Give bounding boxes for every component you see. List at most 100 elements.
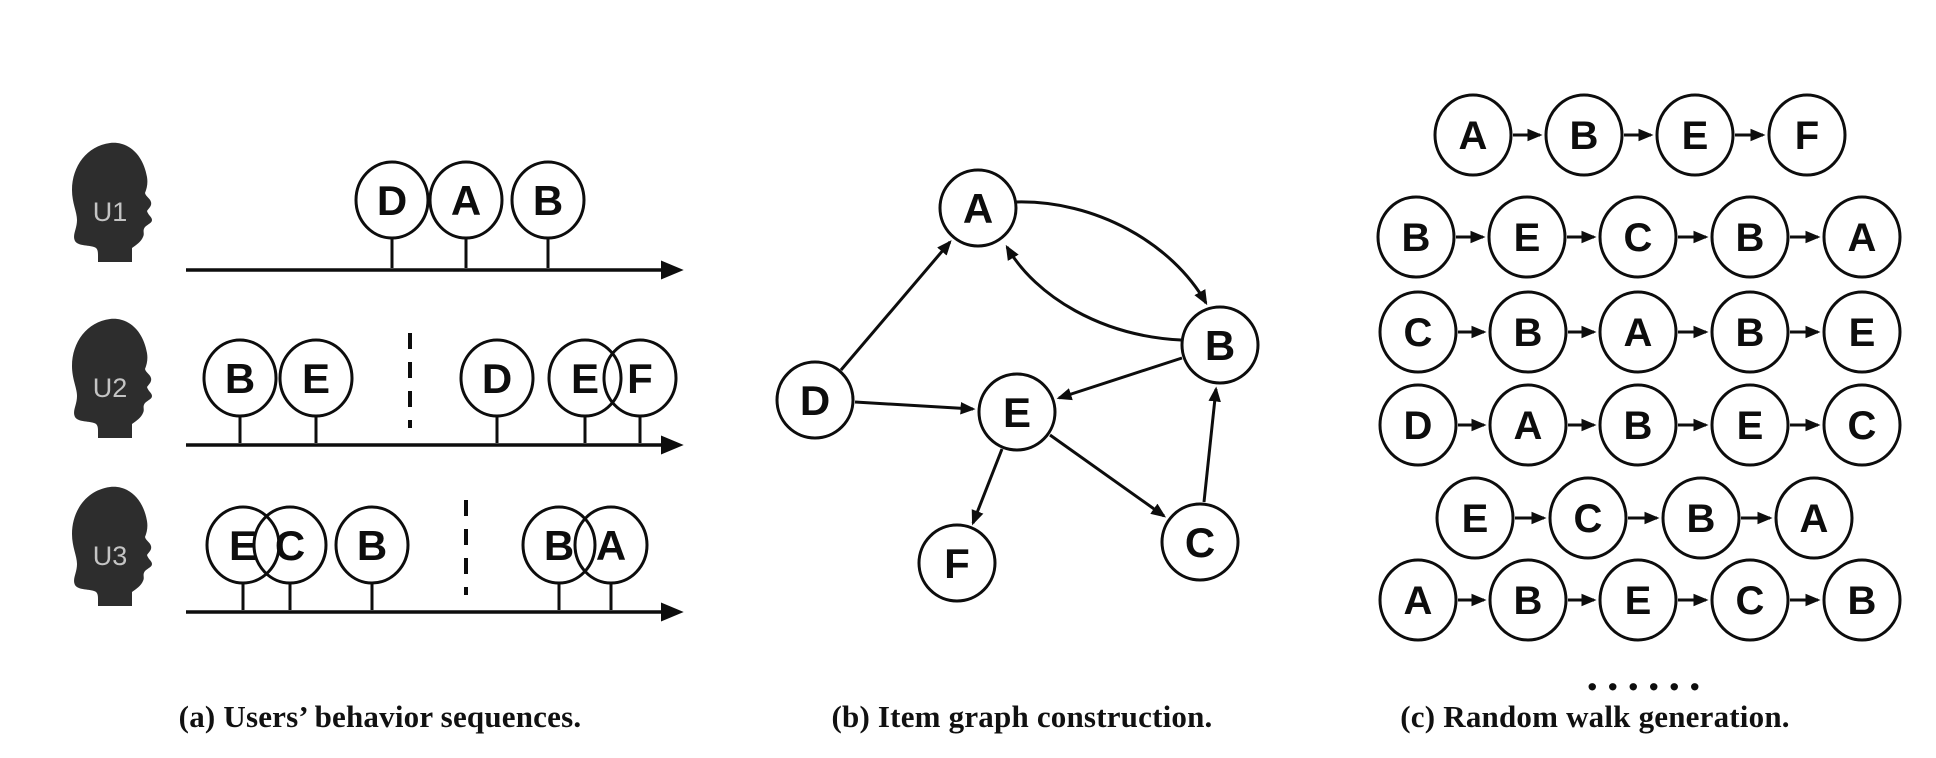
walk-item-circle [1435, 476, 1515, 560]
item-label: E [571, 355, 599, 402]
user-label: U3 [93, 541, 128, 571]
item-circle [278, 338, 354, 418]
item-circle [202, 338, 278, 418]
graph-node-F [917, 523, 997, 603]
graph-edge-B-E [1056, 356, 1183, 401]
item-label: A [596, 522, 626, 569]
graph-node-B [1180, 305, 1260, 385]
item-label: D [482, 355, 512, 402]
walk-item-label: C [1624, 216, 1653, 260]
walk-item-circle [1548, 476, 1628, 560]
item-label: F [627, 355, 653, 402]
item-circle [573, 505, 649, 585]
walk-item-circle [1822, 558, 1902, 642]
walk-item-label: A [1624, 311, 1653, 355]
walk-item-circle [1598, 558, 1678, 642]
graph-node-C [1160, 502, 1240, 582]
walk-row: A B E F [1433, 93, 1847, 177]
walk-item-circle [1433, 93, 1513, 177]
walk-item-label: F [1795, 114, 1819, 158]
graph-node-A [938, 168, 1018, 248]
panel-b: A B C D E F [775, 168, 1260, 603]
item-circle [547, 338, 623, 418]
walk-item-circle [1767, 93, 1847, 177]
walk-item-label: C [1848, 404, 1877, 448]
walk-item-circle [1598, 290, 1678, 374]
walk-item-circle [1376, 195, 1456, 279]
user-row-u2: U2 B E D E F [72, 318, 684, 455]
walk-item-label: E [1737, 404, 1764, 448]
user-row-u3: U3 E C B B A [72, 486, 684, 622]
graph-node-label: B [1205, 322, 1235, 369]
item-label: B [533, 177, 563, 224]
item-circle [354, 160, 430, 240]
walk-item-circle [1488, 558, 1568, 642]
walk-item-circle [1710, 290, 1790, 374]
walk-row: B E C B A [1376, 195, 1902, 279]
user-label: U2 [93, 373, 128, 403]
walk-row: A B E C B [1378, 558, 1902, 642]
panel-c: A B E F B E C B A [1376, 93, 1902, 700]
graph-node-label: A [963, 185, 993, 232]
walk-item-label: E [1514, 216, 1541, 260]
graph-node-label: F [944, 540, 970, 587]
walk-item-label: B [1736, 216, 1765, 260]
walk-item-label: A [1800, 497, 1829, 541]
item-circle [459, 338, 535, 418]
item-circle [602, 338, 678, 418]
walk-item-circle [1822, 290, 1902, 374]
walk-item-label: A [1848, 216, 1877, 260]
walk-item-label: B [1514, 311, 1543, 355]
caption-a: (a) Users’ behavior sequences. [178, 699, 582, 734]
caption-b: (b) Item graph construction. [831, 699, 1213, 734]
graph-edge-E-F [971, 448, 1004, 526]
walk-item-label: B [1848, 579, 1877, 623]
walk-item-circle [1378, 290, 1458, 374]
item-circle [334, 505, 410, 585]
walk-item-circle [1488, 290, 1568, 374]
user-label: U1 [93, 197, 128, 227]
graph-edge-D-E [854, 400, 976, 415]
walk-item-label: A [1514, 404, 1543, 448]
walk-item-label: B [1624, 404, 1653, 448]
panel-a: U1 D A B U2 B [72, 142, 684, 622]
walk-item-circle [1598, 383, 1678, 467]
walk-item-circle [1710, 558, 1790, 642]
walk-item-label: B [1570, 114, 1599, 158]
item-label: C [275, 522, 305, 569]
item-label: A [451, 177, 481, 224]
walk-item-label: B [1514, 579, 1543, 623]
walk-item-label: D [1404, 404, 1433, 448]
walk-item-label: C [1404, 311, 1433, 355]
ellipsis: ...... [1587, 649, 1710, 700]
walk-item-label: A [1459, 114, 1488, 158]
walk-item-label: B [1736, 311, 1765, 355]
graph-edge-E-C [1049, 433, 1167, 518]
item-circle [510, 160, 586, 240]
graph-edge-C-B [1202, 386, 1221, 503]
walk-item-circle [1655, 93, 1735, 177]
walk-item-circle [1488, 383, 1568, 467]
item-circle [205, 505, 281, 585]
walk-item-circle [1598, 195, 1678, 279]
walk-item-label: A [1404, 579, 1433, 623]
walk-row: C B A B E [1378, 290, 1902, 374]
item-label: B [357, 522, 387, 569]
walk-item-circle [1710, 383, 1790, 467]
item-circle [521, 505, 597, 585]
item-label: E [302, 355, 330, 402]
walk-item-circle [1774, 476, 1854, 560]
user-head-icon [72, 318, 152, 438]
walk-item-circle [1487, 195, 1567, 279]
graph-node-E [977, 372, 1057, 452]
walk-item-label: B [1687, 497, 1716, 541]
walk-row: E C B A [1435, 476, 1854, 560]
walk-item-label: E [1462, 497, 1489, 541]
walk-item-circle [1661, 476, 1741, 560]
walk-item-label: E [1682, 114, 1709, 158]
graph-node-label: C [1185, 519, 1215, 566]
item-label: B [544, 522, 574, 569]
user-row-u1: U1 D A B [72, 142, 684, 280]
